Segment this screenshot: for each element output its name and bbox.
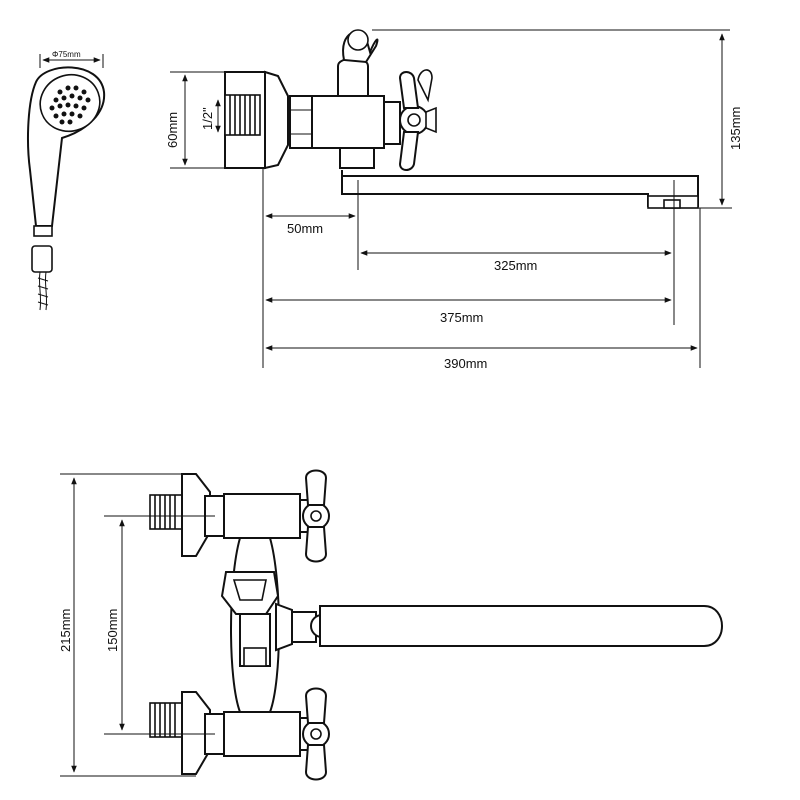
shower-diameter-label: Φ75mm (52, 50, 81, 59)
dim-60mm: 60mm (165, 112, 180, 148)
shower-head: Φ75mm (27, 50, 106, 311)
dim-135mm: 135mm (728, 107, 743, 150)
dim-50mm: 50mm (287, 221, 323, 236)
dim-375mm: 375mm (440, 310, 483, 325)
dim-thread: 1/2" (200, 107, 215, 130)
faucet-side-view: 60mm 1/2" 135mm 50mm 325mm 375mm 390mm (165, 29, 743, 371)
dim-390mm: 390mm (444, 356, 487, 371)
dim-150mm: 150mm (105, 609, 120, 652)
faucet-front-view: 215mm 150mm (58, 469, 723, 781)
dim-325mm: 325mm (494, 258, 537, 273)
dim-215mm: 215mm (58, 609, 73, 652)
